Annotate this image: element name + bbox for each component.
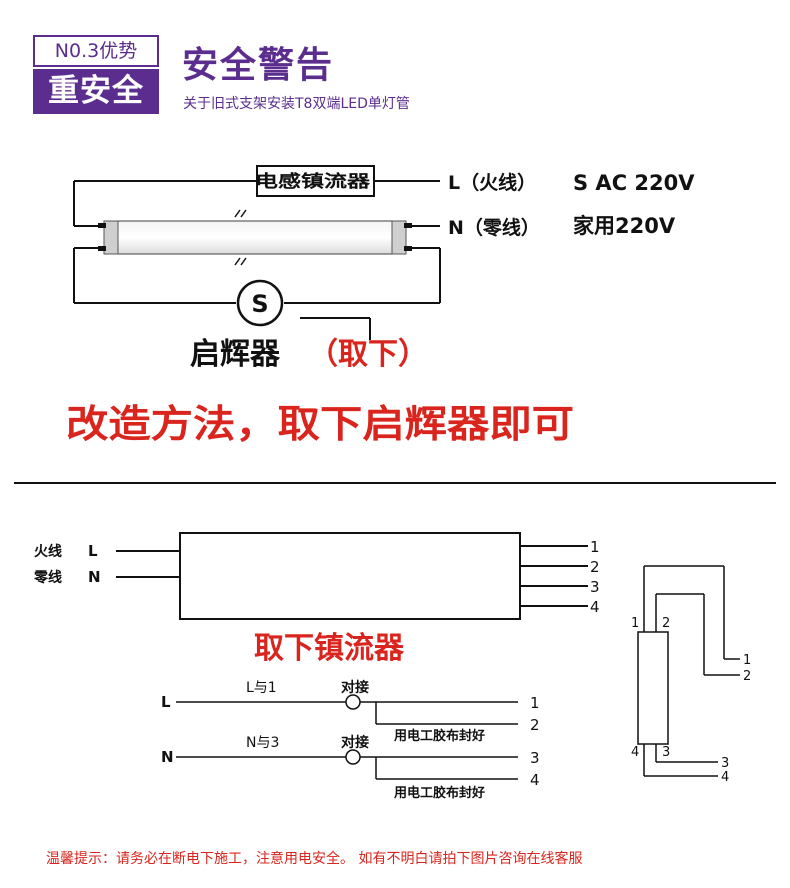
l-letter: L	[161, 693, 171, 711]
tube-pin	[98, 223, 106, 228]
tube-pin-label: 4	[631, 745, 639, 760]
safety-tip: 温馨提示：请务必在断电下施工，注意用电安全。 如有不明白请拍下图片咨询在线客服	[46, 851, 583, 867]
tube-pin-label: 2	[662, 616, 670, 631]
fluorescent-tube	[115, 220, 395, 255]
ballast-box	[179, 532, 521, 620]
l-pair-label: L与1	[246, 680, 277, 696]
method-heading: 改造方法，取下启辉器即可	[66, 402, 574, 446]
starter-symbol: S	[251, 290, 268, 318]
ballast-label: 电感镇流器	[255, 171, 371, 192]
tube-endcap-left	[103, 220, 119, 255]
ballast-terminal: 3	[590, 578, 600, 596]
tube-out-label: 3	[721, 756, 729, 771]
tube-out-label: 1	[743, 653, 751, 668]
starter-circle	[236, 279, 284, 327]
starter-label: 启辉器	[190, 337, 281, 372]
tube-pin-label: 1	[631, 616, 639, 631]
n-letter: N	[161, 748, 174, 766]
tape-note: 用电工胶布封好	[393, 728, 485, 744]
page-subtitle: 关于旧式支架安装T8双端LED单灯管	[183, 96, 410, 112]
connection-lines	[176, 701, 518, 780]
neutral-wire-label: N（零线）	[448, 216, 540, 239]
ballast-terminal: 4	[590, 598, 600, 616]
ballast-terminal: 2	[590, 558, 600, 576]
tube-out-label: 2	[743, 669, 751, 684]
input-neutral-label: 零线	[33, 569, 62, 586]
fluorescent-circuit	[73, 180, 441, 340]
tube-pin	[404, 246, 412, 251]
section-divider	[14, 482, 776, 484]
wire-number: 4	[530, 771, 540, 789]
tube-out-label: 4	[721, 770, 729, 785]
household-voltage-label: 家用220V	[573, 214, 676, 238]
tube-wiring	[643, 565, 740, 777]
connect-label: 对接	[341, 679, 369, 696]
junction-l1	[345, 694, 361, 710]
input-live-letter: L	[88, 542, 98, 560]
live-wire-label: L（火线）	[448, 171, 536, 194]
connect-label: 对接	[341, 734, 369, 751]
input-neutral-letter: N	[88, 568, 101, 586]
inductive-ballast-box	[256, 165, 375, 197]
tube-pin	[98, 246, 106, 251]
badge-number: N0.3优势	[33, 35, 159, 67]
wire-number: 1	[530, 694, 540, 712]
tube-pin	[404, 223, 412, 228]
ballast-terminal: 1	[590, 538, 600, 556]
tube-pin-label: 3	[662, 745, 670, 760]
wire-number: 3	[530, 749, 540, 767]
tube-endcap-right	[391, 220, 407, 255]
input-live-label: 火线	[34, 543, 62, 560]
tube-body	[637, 631, 669, 745]
wire-number: 2	[530, 716, 540, 734]
remove-ballast-heading: 取下镇流器	[254, 631, 405, 666]
starter-remove-note: （取下）	[308, 337, 428, 372]
tape-note: 用电工胶布封好	[393, 785, 485, 801]
ballast-wiring	[116, 545, 588, 607]
badge-feature: 重安全	[33, 69, 159, 114]
page-title: 安全警告	[182, 45, 335, 86]
junction-n3	[345, 749, 361, 765]
break-mark	[234, 209, 247, 266]
n-pair-label: N与3	[246, 735, 279, 751]
voltage-label: S AC 220V	[573, 171, 695, 195]
